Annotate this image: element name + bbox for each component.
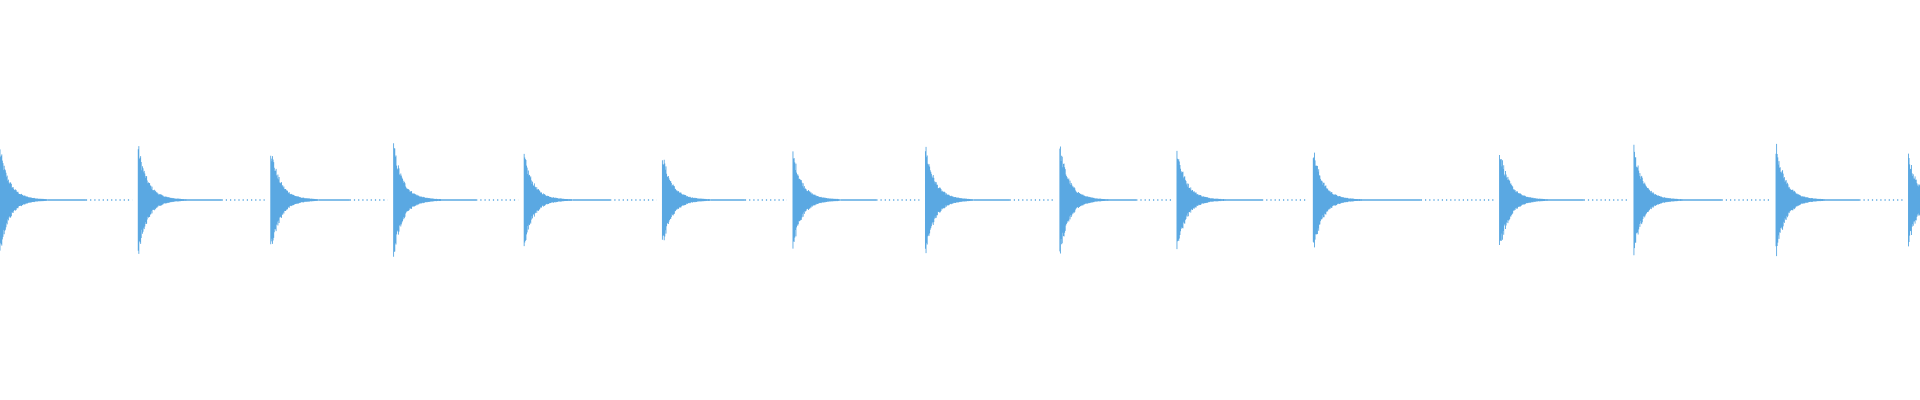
transient-burst — [792, 151, 841, 249]
transient-4 — [393, 143, 519, 257]
transient-burst — [523, 153, 573, 247]
transient-5 — [523, 153, 657, 247]
transient-2 — [137, 146, 265, 254]
transient-burst — [924, 146, 974, 254]
transient-burst — [661, 159, 711, 241]
transient-burst — [270, 155, 319, 245]
transient-8 — [924, 146, 1054, 254]
transient-12 — [1499, 155, 1628, 245]
transient-7 — [792, 151, 920, 249]
transient-burst — [0, 149, 48, 251]
transient-9 — [1059, 146, 1171, 254]
transient-13 — [1633, 144, 1770, 256]
transient-burst — [1059, 146, 1109, 254]
transient-burst — [1633, 144, 1683, 256]
transient-6 — [661, 159, 787, 241]
transient-burst — [137, 146, 187, 254]
transient-11 — [1312, 152, 1494, 248]
waveform-layer — [0, 143, 1920, 257]
transient-burst — [1908, 153, 1920, 247]
transient-15 — [1908, 153, 1920, 247]
transient-3 — [270, 155, 388, 245]
transient-1 — [0, 149, 133, 251]
transient-burst — [1176, 150, 1226, 250]
transient-10 — [1176, 150, 1308, 250]
transient-burst — [1499, 155, 1548, 245]
transient-burst — [1312, 152, 1362, 248]
transient-14 — [1775, 143, 1903, 257]
transient-burst — [393, 143, 442, 257]
transient-burst — [1775, 143, 1825, 257]
